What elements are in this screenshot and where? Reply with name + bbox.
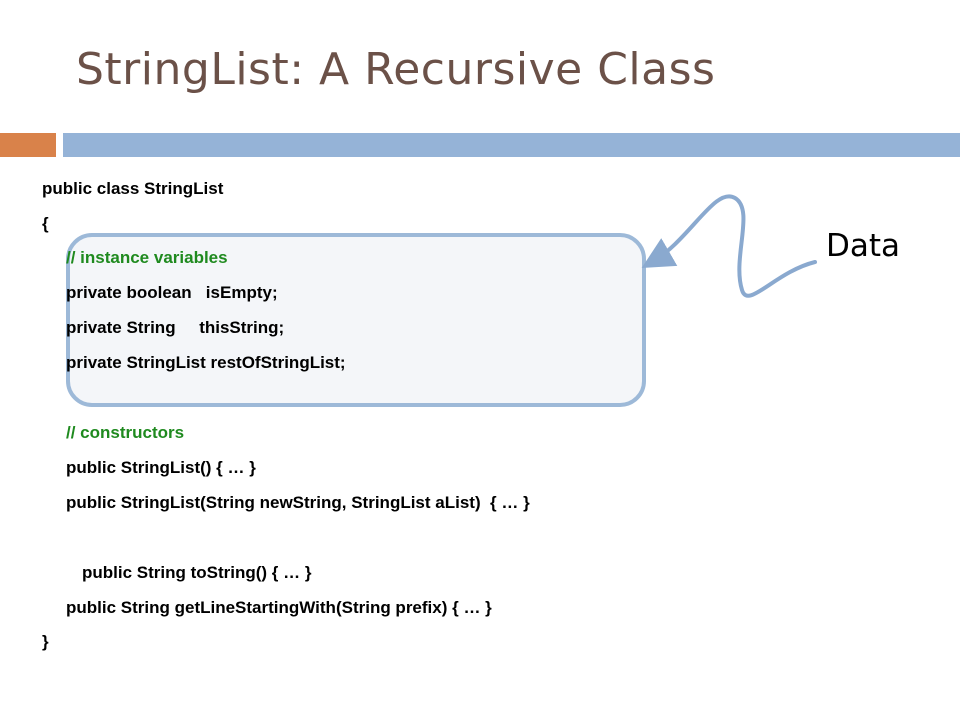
code-line-getline: public String getLineStartingWith(String… — [66, 598, 492, 617]
code-line-class-decl: public class StringList — [42, 179, 224, 198]
instance-variables-highlight — [66, 233, 646, 407]
code-line-rest: private StringList restOfStringList; — [66, 353, 346, 372]
code-line-constructor-default: public StringList() { … } — [66, 458, 256, 477]
code-line-close-brace: } — [42, 632, 49, 651]
code-comment-instance-variables: // instance variables — [66, 248, 228, 267]
accent-bar-blue — [63, 133, 960, 157]
code-line-tostring: public String toString() { … } — [82, 563, 312, 582]
callout-label: Data — [826, 228, 901, 264]
code-line-constructor-args: public StringList(String newString, Stri… — [66, 493, 530, 512]
code-line-thisstring: private String thisString; — [66, 318, 285, 337]
accent-bar-orange — [0, 133, 56, 157]
code-line-isempty: private boolean isEmpty; — [66, 283, 278, 302]
slide-title: StringList: A Recursive Class — [76, 44, 716, 95]
code-line-open-brace: { — [42, 214, 49, 233]
code-comment-constructors: // constructors — [66, 423, 185, 442]
